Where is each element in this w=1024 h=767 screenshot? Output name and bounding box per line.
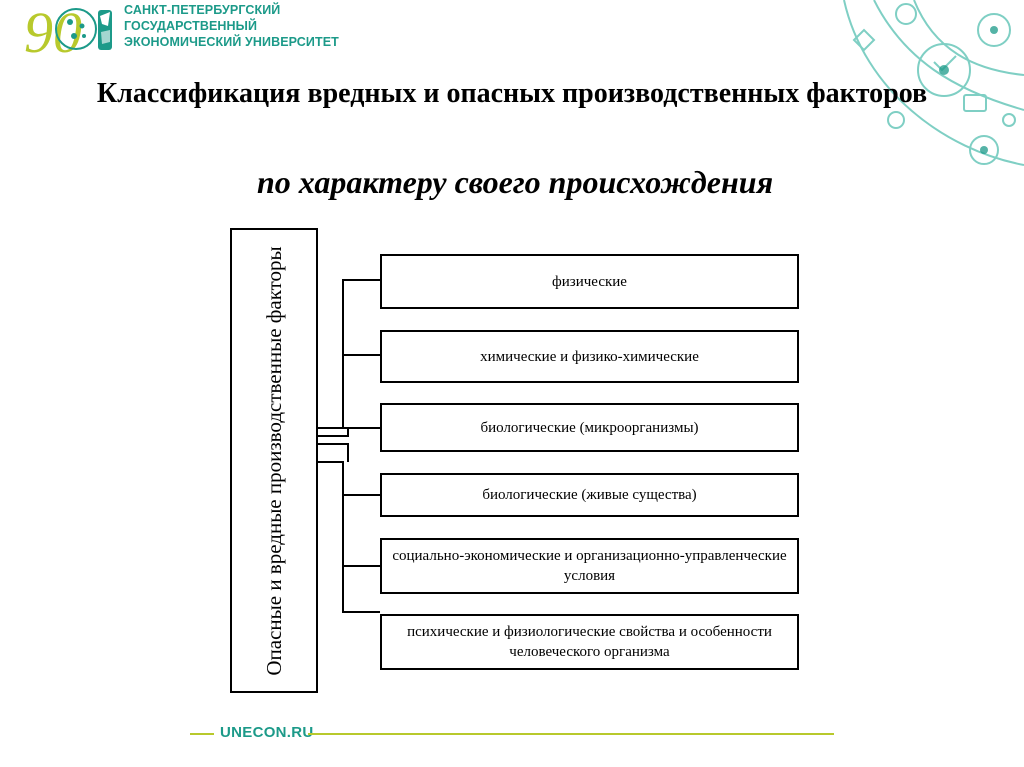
category-box-chemical: химические и физико-химические: [380, 330, 799, 383]
footer-divider-right: [308, 733, 834, 735]
category-box-microorganisms: биологические (микроорганизмы): [380, 403, 799, 452]
category-label: физические: [552, 273, 627, 290]
connector-lower-bracket: [318, 461, 380, 613]
category-label: психические и физиологические свойства и…: [407, 624, 772, 660]
connector-upper-bracket: [318, 279, 380, 429]
university-name-line: САНКТ-ПЕТЕРБУРГСКИЙ: [124, 3, 281, 17]
university-name-line: ГОСУДАРСТВЕННЫЙ: [124, 19, 258, 33]
root-factor-box: Опасные и вредные производственные факто…: [230, 228, 318, 693]
connector-upper-stem: [318, 428, 349, 437]
slide-subtitle: по характеру своего происхождения: [256, 164, 774, 200]
category-box-psychophysiological: психические и физиологические свойства и…: [380, 614, 799, 670]
slide-title: Классификация вредных и опасных производ…: [96, 78, 928, 109]
category-label: химические и физико-химические: [480, 348, 699, 365]
root-factor-label: Опасные и вредные производственные факто…: [262, 245, 286, 676]
category-box-living-beings: биологические (живые существа): [380, 473, 799, 517]
category-box-socio-economic: социально-экономические и организационно…: [380, 538, 799, 594]
footer-site-link[interactable]: UNECON.RU: [220, 724, 314, 741]
university-name: САНКТ-ПЕТЕРБУРГСКИЙ ГОСУДАРСТВЕННЫЙ ЭКОН…: [124, 2, 339, 50]
category-box-physical: физические: [380, 254, 799, 309]
university-logo: 90 САНКТ-ПЕТЕРБУРГСКИЙ ГОСУДАРСТВЕННЫЙ Э…: [24, 2, 339, 58]
university-name-line: ЭКОНОМИЧЕСКИЙ УНИВЕРСИТЕТ: [124, 35, 339, 49]
category-label: биологические (микроорганизмы): [480, 419, 699, 436]
decorative-icon-pattern: [843, 0, 1024, 166]
category-label: социально-экономические и организационно…: [392, 548, 787, 584]
anniversary-90-logo: 90: [24, 2, 112, 58]
category-label: биологические (живые существа): [482, 487, 697, 503]
connector-lower-stem: [318, 443, 349, 462]
footer-divider-left: [190, 733, 214, 735]
